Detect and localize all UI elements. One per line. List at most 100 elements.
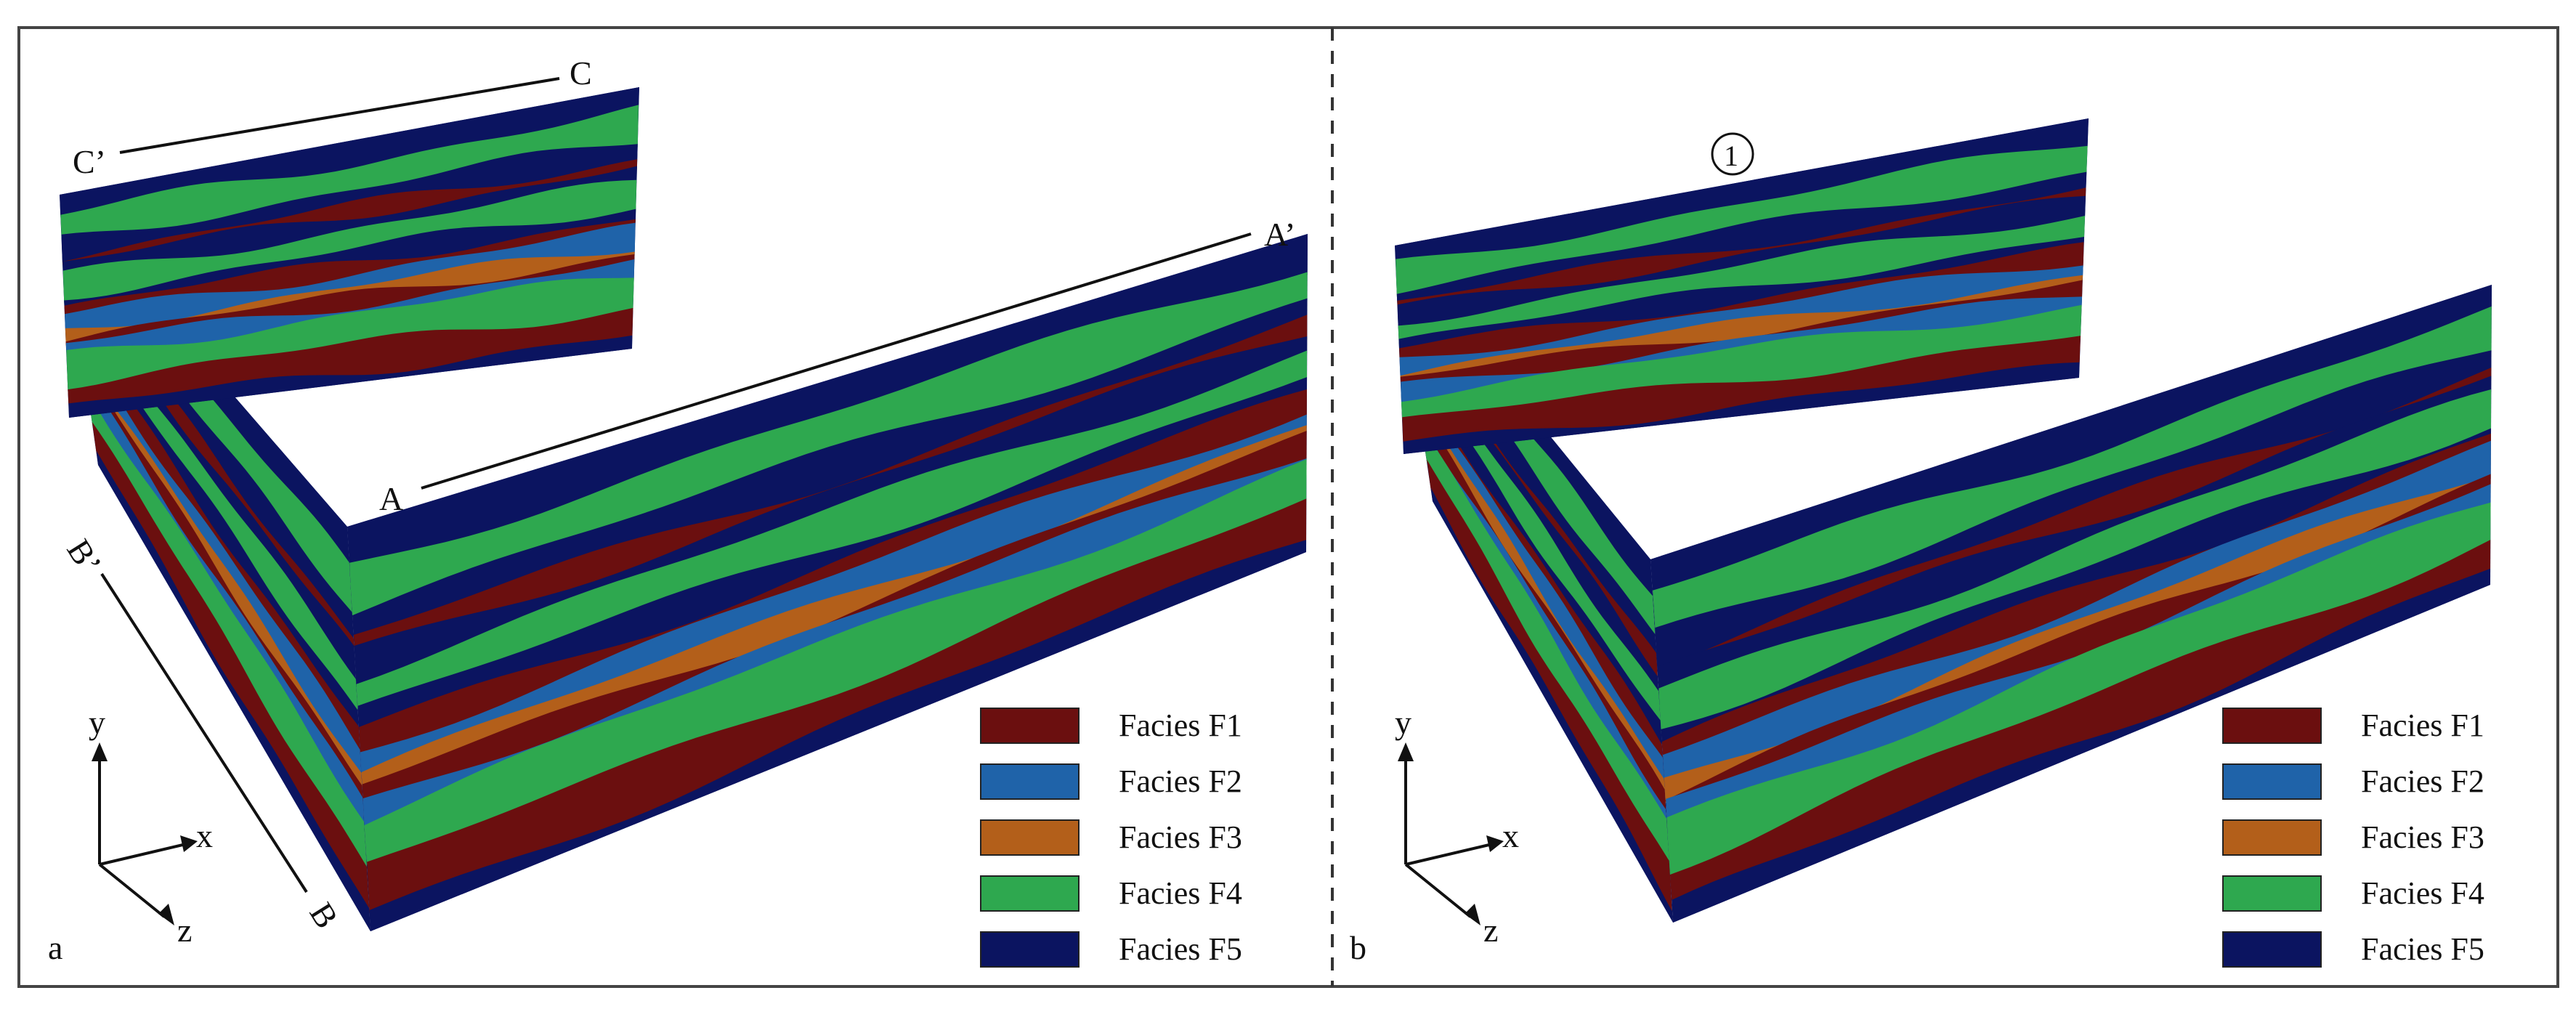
legend-swatch-f4 (2222, 875, 2322, 912)
facies-layer-f5 (62, 166, 637, 274)
panel-a-front-wall (347, 234, 1308, 931)
legend-label-f3: Facies F3 (2361, 819, 2484, 855)
legend-swatch-f5 (2222, 931, 2322, 968)
facies-layer-f5 (1657, 376, 2492, 692)
label-c-prime: C’ (73, 143, 106, 180)
legend-swatch-f2 (980, 763, 1080, 800)
facies-layer-f4 (1653, 306, 2492, 631)
facies-layer-f2 (362, 458, 1307, 829)
axis-label-x: x (196, 817, 213, 854)
legend-label-f2: Facies F2 (1119, 763, 1242, 799)
axis-label-x-b: x (1502, 817, 1519, 854)
legend-b: Facies F1 Facies F2 Facies F3 Facies F4 Faci… (2222, 708, 2484, 968)
axis-label-y-b: y (1395, 704, 1411, 741)
facies-layer-f3 (65, 251, 635, 345)
facies-layer-f4 (66, 277, 634, 393)
facies-layer-f5 (61, 144, 638, 265)
facies-layer-f5 (96, 450, 370, 931)
facies-layer-f1 (1665, 474, 2491, 802)
facies-layer-f5 (347, 234, 1308, 566)
facies-layer-f3 (361, 425, 1307, 787)
label-c: C (570, 54, 592, 92)
axis-triad-b: y x z (1395, 704, 1519, 949)
legend-label-f1: Facies F1 (2361, 708, 2484, 743)
label-a: A (379, 480, 403, 517)
facies-layer-f3 (1417, 397, 1665, 793)
facies-layer-f1 (1669, 540, 2491, 903)
panel-letter-b: b (1350, 929, 1366, 966)
facies-layer-f4 (1422, 429, 1670, 864)
facies-layer-f5 (369, 540, 1307, 931)
facies-layer-f2 (65, 259, 635, 353)
facies-layer-f5 (1650, 285, 2492, 593)
section-line-a (421, 232, 1252, 490)
facies-layer-f4 (364, 459, 1307, 865)
legend-label-f2: Facies F2 (2361, 763, 2484, 799)
axis-label-y: y (89, 704, 105, 741)
legend-label-f3: Facies F3 (1119, 819, 1242, 855)
facies-layer-f1 (68, 307, 633, 407)
facies-layer-f1 (1400, 280, 2083, 385)
legend-swatch-f2 (2222, 763, 2322, 800)
facies-layer-f4 (1658, 389, 2492, 732)
legend-swatch-f3 (2222, 819, 2322, 856)
label-b: B (302, 896, 346, 934)
facies-layer-f4 (87, 391, 368, 870)
legend-label-f5: Facies F5 (2361, 931, 2484, 967)
facies-layer-f1 (1397, 187, 2086, 308)
facies-layer-f5 (1403, 362, 2080, 454)
facies-layer-f1 (1402, 336, 2081, 445)
panel-letter-a: a (48, 929, 62, 966)
legend-label-f4: Facies F4 (2361, 875, 2484, 911)
facies-layer-f1 (78, 328, 360, 753)
facies-layer-f5 (1395, 118, 2089, 262)
legend-swatch-f1 (980, 708, 1080, 744)
facies-layer-f5 (355, 336, 1308, 687)
legend-swatch-f4 (980, 875, 1080, 912)
facies-layer-f1 (64, 219, 636, 317)
facies-layer-f5 (77, 320, 360, 730)
legend-swatch-f5 (980, 931, 1080, 968)
facies-layer-f3 (1664, 476, 2491, 803)
facies-layer-f2 (1415, 390, 1664, 782)
facies-layer-f1 (1661, 433, 2491, 758)
facies-layer-f5 (1430, 487, 1673, 923)
legend-swatch-f1 (2222, 708, 2322, 744)
facies-layer-f1 (62, 159, 638, 265)
facies-layer-f4 (60, 105, 639, 238)
facies-layer-f2 (1401, 296, 2083, 405)
facies-layer-f2 (65, 222, 636, 331)
facies-layer-f1 (353, 315, 1308, 649)
figure-frame (17, 26, 2559, 988)
axis-triad-a: y x z (89, 704, 213, 949)
facies-layer-f2 (86, 375, 365, 825)
facies-layer-f1 (1427, 459, 1672, 915)
facies-layer-f1 (1399, 242, 2084, 360)
facies-layer-f5 (1411, 360, 1662, 747)
facies-layer-f2 (1399, 265, 2083, 379)
facies-layer-f5 (1655, 350, 2492, 672)
facies-layer-f1 (367, 498, 1307, 913)
panel-b-front-wall (1650, 285, 2492, 923)
facies-layer-f1 (92, 422, 370, 912)
legend-label-f5: Facies F5 (1119, 931, 1242, 967)
facies-layer-f1 (1414, 370, 1663, 761)
marker-label: 1 (1724, 139, 1738, 172)
panel-b-back-wall (1395, 118, 2089, 454)
label-a-prime: A’ (1264, 216, 1295, 253)
label-b-prime: B’ (60, 532, 109, 580)
panel-a-back-wall (60, 87, 639, 418)
facies-layer-f5 (357, 377, 1308, 730)
facies-layer-f2 (1666, 484, 2491, 821)
facies-layer-f1 (84, 365, 363, 801)
marker-circle: 1 (1711, 132, 1754, 176)
facies-layer-f4 (1401, 304, 2082, 421)
facies-layer-f2 (1663, 440, 2491, 781)
facies-layer-f1 (362, 431, 1307, 801)
facies-layer-f4 (1666, 502, 2491, 878)
axis-label-z: z (177, 912, 192, 949)
